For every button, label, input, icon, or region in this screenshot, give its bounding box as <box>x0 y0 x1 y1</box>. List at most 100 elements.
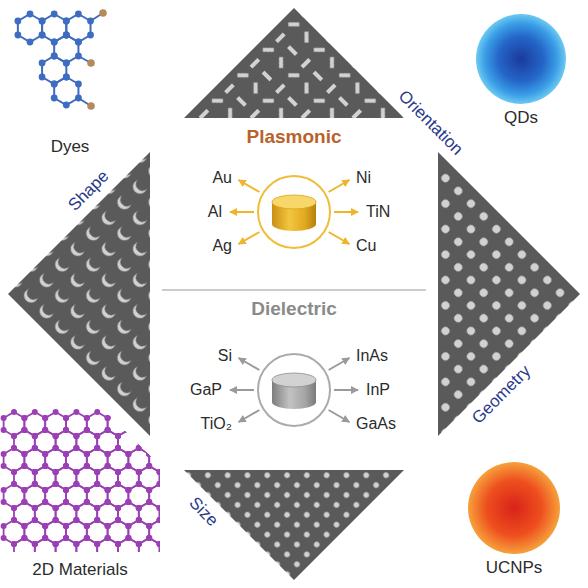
ring <box>258 176 330 248</box>
lattice-atom <box>105 451 111 457</box>
lattice-atom <box>73 409 79 415</box>
lattice-atom <box>146 487 152 493</box>
lattice-atom <box>32 481 38 487</box>
lattice-atom <box>42 499 48 505</box>
lattice-atom <box>11 445 17 451</box>
corner-label: 2D Materials <box>32 560 127 580</box>
lattice-atom <box>125 523 131 529</box>
lattice-atom <box>125 415 131 421</box>
lattice-atom <box>136 433 142 439</box>
lattice-atom <box>94 469 100 475</box>
ring-bond <box>54 77 78 105</box>
lattice-atom <box>146 487 152 493</box>
lattice-atom <box>105 427 111 433</box>
lattice-atom <box>32 445 38 451</box>
lattice-atom <box>73 481 79 487</box>
atom <box>51 53 58 60</box>
lattice-atom <box>146 415 152 421</box>
lattice-atom <box>136 541 142 547</box>
lattice-atom <box>115 433 121 439</box>
lattice-atom <box>115 505 121 511</box>
atom <box>75 39 82 46</box>
lattice-atom <box>1 487 7 493</box>
lattice-atom <box>63 415 69 421</box>
lattice-atom <box>53 553 59 559</box>
material-label: Al <box>208 203 222 221</box>
lattice-atom <box>125 535 131 541</box>
atom <box>75 11 82 18</box>
lattice-atom <box>136 481 142 487</box>
lattice-atom <box>21 559 27 565</box>
lattice-bond <box>118 538 139 562</box>
atom <box>51 81 58 88</box>
atom <box>39 32 46 39</box>
plasmonic-illustration <box>230 176 358 248</box>
lattice-atom <box>32 469 38 475</box>
lattice-atom <box>63 427 69 433</box>
lattice-atom <box>53 481 59 487</box>
lattice-atom <box>73 505 79 511</box>
lattice-atom <box>1 499 7 505</box>
lattice-atom <box>125 463 131 469</box>
lattice-atom <box>42 463 48 469</box>
atom <box>27 11 34 18</box>
lattice-atom <box>84 463 90 469</box>
lattice-atom <box>21 427 27 433</box>
lattice-atom <box>73 553 79 559</box>
atom <box>75 95 82 102</box>
lattice-atom <box>94 469 100 475</box>
lattice-atom <box>11 481 17 487</box>
lattice-atom <box>94 445 100 451</box>
lattice-atom <box>146 499 152 505</box>
lattice-atom <box>53 553 59 559</box>
material-label: TiN <box>366 203 390 221</box>
lattice-atom <box>84 499 90 505</box>
material-label: InAs <box>356 347 388 365</box>
lattice-atom <box>136 445 142 451</box>
lattice-atom <box>42 523 48 529</box>
lattice-atom <box>84 523 90 529</box>
lattice-atom <box>167 535 173 541</box>
lattice-atom <box>105 451 111 457</box>
lattice-atom <box>105 523 111 529</box>
lattice-atom <box>42 451 48 457</box>
lattice-atom <box>177 505 183 511</box>
lattice-atom <box>32 505 38 511</box>
lattice-atom <box>42 535 48 541</box>
lattice-atom <box>84 463 90 469</box>
lattice-atom <box>42 463 48 469</box>
lattice-atom <box>146 523 152 529</box>
lattice-atom <box>84 451 90 457</box>
lattice-atom <box>73 517 79 523</box>
lattice-atom <box>167 427 173 433</box>
lattice-atom <box>21 415 27 421</box>
particle-disc <box>476 14 566 104</box>
lattice-atom <box>53 505 59 511</box>
lattice-atom <box>1 451 7 457</box>
lattice-atom <box>53 481 59 487</box>
lattice-atom <box>1 427 7 433</box>
atom <box>51 53 58 60</box>
lattice-atom <box>32 505 38 511</box>
lattice-atom <box>167 499 173 505</box>
lattice-atom <box>53 505 59 511</box>
material-label: TiO₂ <box>201 415 232 433</box>
lattice-atom <box>11 553 17 559</box>
lattice-atom <box>157 469 163 475</box>
lattice-atom <box>94 409 100 415</box>
lattice-atom <box>125 427 131 433</box>
lattice-atom <box>125 451 131 457</box>
lattice-bond <box>35 538 56 562</box>
lattice-atom <box>63 535 69 541</box>
lattice-atom <box>125 535 131 541</box>
lattice-atom <box>115 433 121 439</box>
lattice-atom <box>105 535 111 541</box>
lattice-atom <box>94 469 100 475</box>
lattice-atom <box>177 433 183 439</box>
lattice-atom <box>125 523 131 529</box>
lattice-atom <box>177 553 183 559</box>
lattice-atom <box>1 523 7 529</box>
lattice-atom <box>42 535 48 541</box>
lattice-atom <box>53 433 59 439</box>
lattice-atom <box>42 415 48 421</box>
